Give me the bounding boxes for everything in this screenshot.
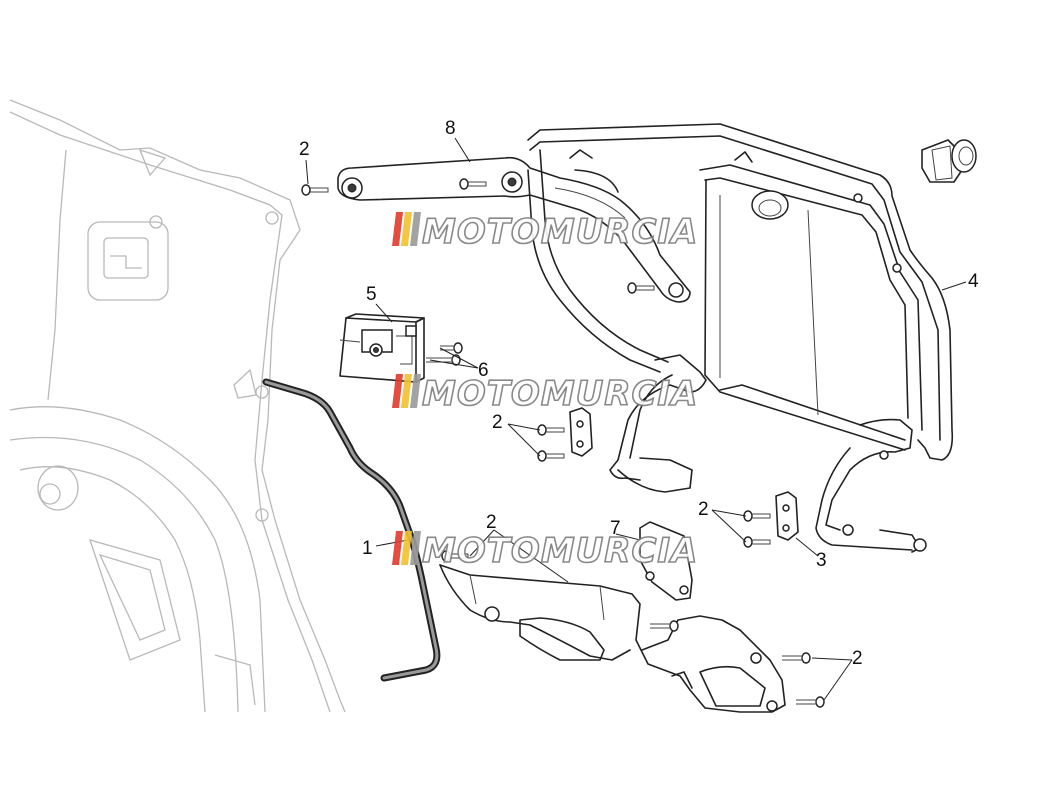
watermark-flag-yellow — [401, 212, 412, 246]
screw — [743, 510, 771, 522]
watermark-logo: MOTOMURCIA — [392, 530, 698, 572]
screw — [650, 620, 679, 632]
watermark-text: MOTOMURCIA — [422, 531, 698, 571]
callout-label: 2 — [486, 512, 497, 533]
scooter-body-outline — [9, 99, 346, 713]
watermark-text: MOTOMURCIA — [422, 374, 698, 414]
part-8-upper-bracket — [337, 156, 691, 303]
part-1-seal-strip — [262, 378, 441, 682]
screw — [743, 536, 771, 548]
callout-label: 2 — [852, 648, 863, 669]
screw — [440, 342, 463, 354]
callout-label: 2 — [698, 499, 709, 520]
leader-lines — [305, 137, 967, 701]
callout-label: 6 — [478, 360, 489, 381]
watermark-logo: MOTOMURCIA — [392, 373, 698, 415]
callout-label: 7 — [610, 518, 621, 539]
grommet-plug — [921, 139, 977, 183]
part-7-cover — [639, 521, 693, 601]
callout-label: 2 — [299, 139, 310, 160]
watermark-flag-red — [392, 212, 403, 246]
screw — [782, 652, 811, 664]
screw — [796, 696, 825, 708]
screw — [627, 282, 655, 294]
watermark: MOTOMURCIA MOTOMURCIA MOTOMURCIA — [392, 211, 698, 572]
callout-label: 2 — [492, 412, 503, 433]
watermark-logo: MOTOMURCIA — [392, 211, 698, 253]
callout-label: 4 — [968, 271, 979, 292]
screw — [301, 184, 329, 196]
screw — [537, 450, 565, 462]
callout-label: 3 — [816, 550, 827, 571]
watermark-flag-red — [392, 374, 403, 408]
watermark-flag-red — [392, 531, 403, 565]
screws — [301, 178, 825, 708]
callout-label: 1 — [362, 538, 373, 559]
callout-label: 5 — [366, 284, 377, 305]
lower-tray — [439, 564, 786, 713]
screw — [537, 424, 565, 436]
part-3-plates — [569, 407, 799, 541]
watermark-flag-yellow — [401, 531, 412, 565]
screw — [441, 550, 469, 562]
watermark-flag-grey — [410, 374, 421, 408]
callout-labels: 8 2 5 6 4 2 2 3 1 2 7 2 — [299, 118, 979, 669]
part-4-rear-frame — [527, 123, 954, 553]
watermark-flag-grey — [410, 212, 421, 246]
watermark-text: MOTOMURCIA — [422, 212, 698, 252]
callout-label: 8 — [445, 118, 456, 139]
watermark-flag-grey — [410, 531, 421, 565]
part-5-bracket — [339, 313, 425, 383]
screw — [459, 178, 487, 190]
watermark-flag-yellow — [401, 374, 412, 408]
